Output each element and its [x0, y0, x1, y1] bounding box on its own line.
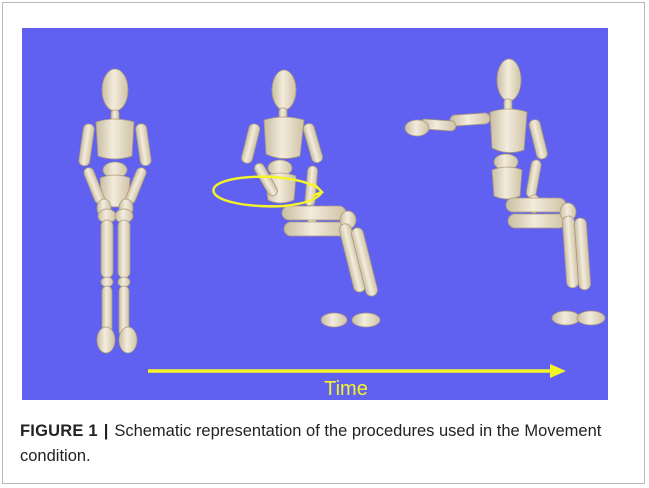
caption-separator: |	[104, 422, 109, 440]
time-label: Time	[324, 378, 368, 400]
figure-frame: Time FIGURE 1|Schematic representation o…	[2, 2, 645, 484]
figure-image: Time	[22, 28, 608, 400]
figure-illustration: Time	[22, 28, 608, 400]
figure-caption: FIGURE 1|Schematic representation of the…	[20, 419, 630, 469]
caption-label: FIGURE 1	[20, 422, 98, 440]
